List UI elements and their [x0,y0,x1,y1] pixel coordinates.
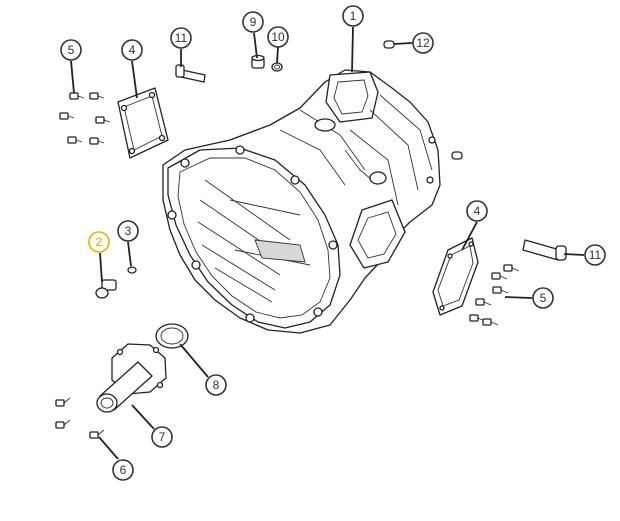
callout-10: 10 [267,26,289,48]
bearing-retainer [96,343,167,413]
bolt-lower-left-2 [55,419,71,429]
callout-9-label: 9 [250,15,257,29]
callout-10-label: 10 [271,30,285,44]
leader-lines [70,26,585,460]
washer [127,266,137,274]
callout-4-right: 4 [466,200,488,222]
pin-upper [175,64,206,83]
leader-6 [98,436,119,460]
callout-5-right: 5 [532,287,554,309]
callout-11-right: 11 [584,244,606,266]
leader-10 [276,46,279,64]
callout-12-label: 12 [416,36,430,50]
callout-2-label: 2 [96,235,103,249]
fill-plug [95,279,117,299]
callout-11-right-label: 11 [589,248,602,262]
callout-12: 12 [412,32,434,54]
leader-8 [179,343,209,378]
bolt-lower-left-1 [55,397,71,407]
callout-11-upper: 11 [170,27,192,49]
callout-2: 2 [88,231,110,253]
callout-3: 3 [117,220,139,242]
callout-4-upper: 4 [121,39,143,61]
callout-8: 8 [205,374,227,396]
pin-right [522,239,567,261]
oil-seal [155,323,189,349]
callout-8-label: 8 [213,378,220,392]
leader-1 [351,26,354,73]
leader-2 [99,252,103,283]
callout-4-upper-label: 4 [129,43,136,57]
leader-5a [70,60,75,94]
callout-7: 7 [151,426,173,448]
callout-1-label: 1 [350,9,357,23]
callout-6: 6 [112,459,134,481]
bolt-part-6 [89,429,105,439]
gasket-right [432,237,479,316]
callout-1: 1 [342,5,364,27]
callout-5-right-label: 5 [540,291,547,305]
transmission-case [162,69,441,334]
dowel-upper [383,40,395,49]
leader-4a [131,60,138,99]
callout-3-label: 3 [125,224,132,238]
callout-5-upper: 5 [60,39,82,61]
leader-12 [393,42,413,45]
leader-3 [127,241,132,267]
plug [251,54,265,69]
bolt-cluster-upper [59,92,111,145]
dowel-right [451,151,463,160]
callout-5-upper-label: 5 [68,43,75,57]
small-seal [271,62,283,72]
leader-5b [504,296,533,299]
callout-11-upper-label: 11 [175,31,188,45]
callout-7-label: 7 [159,430,166,444]
callout-6-label: 6 [120,463,127,477]
cover-plate-upper [117,87,169,159]
callout-9: 9 [242,11,264,33]
leader-11b [563,253,585,256]
leader-9 [253,32,258,59]
leader-7 [131,404,155,430]
callout-4-right-label: 4 [474,204,481,218]
leader-4b [461,221,478,251]
bolt-cluster-right [469,264,520,326]
